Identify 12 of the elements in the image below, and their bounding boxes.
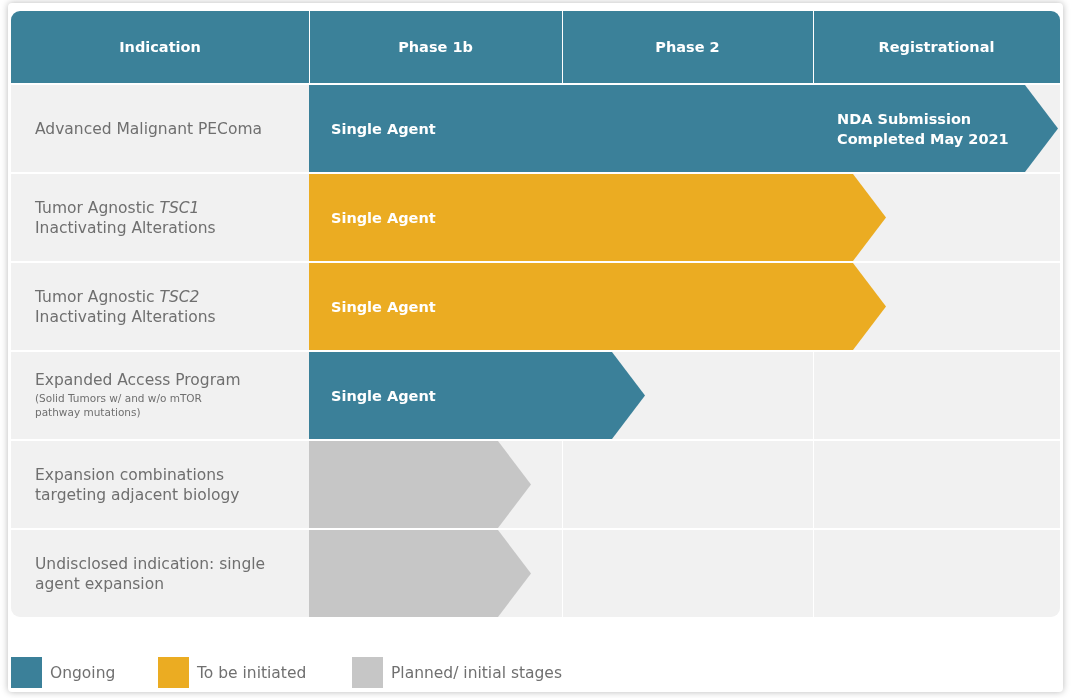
column-heading: Phase 1b bbox=[398, 38, 473, 56]
legend-label: Planned/ initial stages bbox=[391, 663, 562, 683]
bar-label: Single Agent bbox=[331, 297, 436, 317]
legend-label: To be initiated bbox=[197, 663, 307, 683]
bar-label: NDA Submission Completed May 2021 bbox=[837, 109, 1010, 149]
legend-label: Ongoing bbox=[50, 663, 116, 683]
column-heading: Registrational bbox=[878, 38, 995, 56]
bar-label: Single Agent bbox=[331, 386, 436, 406]
column-heading: Phase 2 bbox=[655, 38, 720, 56]
bar-label: Single Agent bbox=[331, 119, 436, 139]
column-heading: Indication bbox=[119, 38, 201, 56]
bar-label: Single Agent bbox=[331, 208, 436, 228]
